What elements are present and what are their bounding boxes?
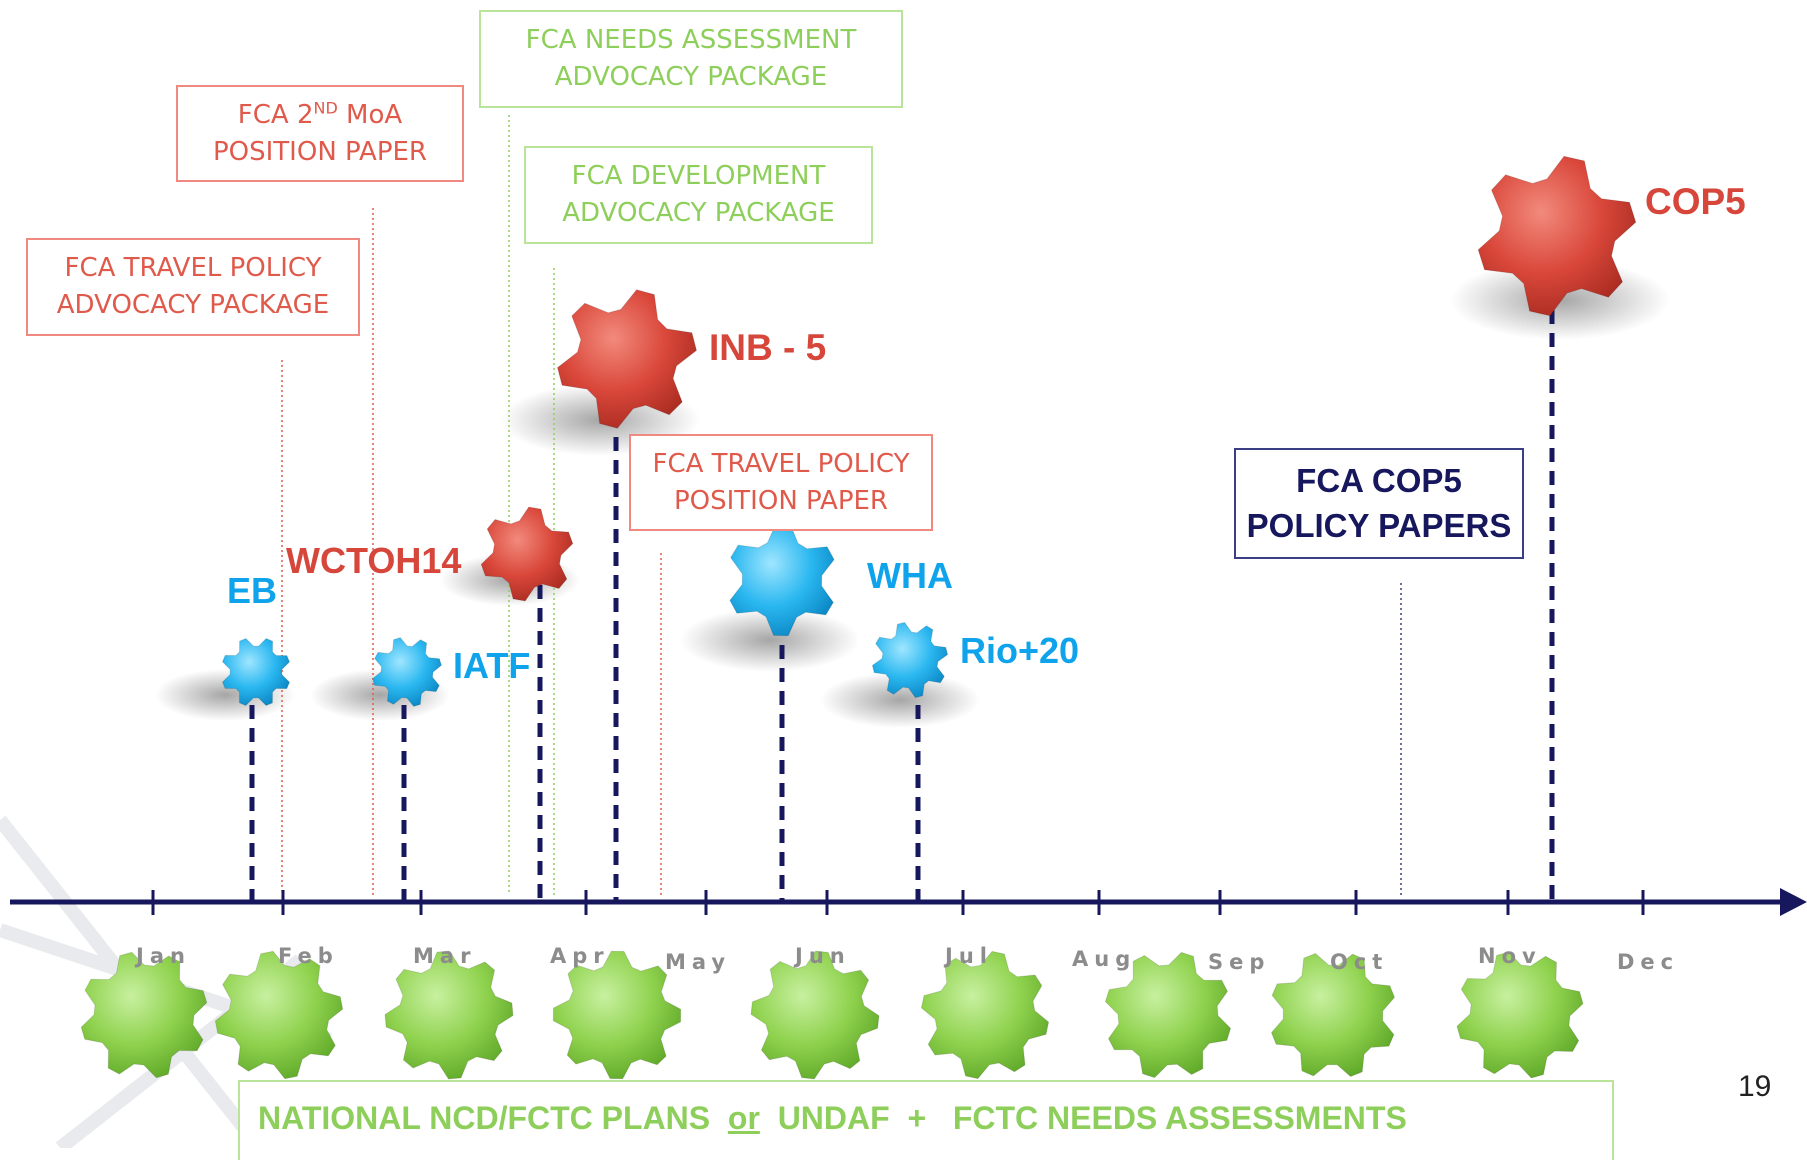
event-label-wctoh14: WCTOH14 (286, 540, 462, 581)
event-label-rio20: Rio+20 (960, 630, 1080, 671)
month-label-jan: Jan (136, 944, 191, 968)
timeline-axis (10, 888, 1807, 916)
development-line1: FCA DEVELOPMENT (571, 161, 826, 192)
travel-policy-advocacy-line1: FCA TRAVEL POLICY (64, 253, 322, 284)
second-moa-post: MoA (337, 99, 403, 130)
inb5-gear-icon (556, 289, 698, 429)
event-label-iatf: IATF (453, 645, 531, 686)
month-label-sep: Sep (1208, 950, 1271, 974)
national-plan-gear-icon (750, 950, 880, 1080)
second-moa-box: FCA 2ND MoA POSITION PAPER (176, 85, 464, 182)
rio20-gear-icon (871, 621, 949, 699)
needs-assessment-line2: ADVOCACY PACKAGE (554, 62, 828, 92)
travel-policy-advocacy-line2: ADVOCACY PACKAGE (56, 290, 330, 320)
iatf-gear-icon (372, 637, 442, 707)
banner-part1: NATIONAL NCD/FCTC PLANS (258, 1100, 711, 1136)
wha-gear-icon (729, 523, 835, 637)
second-moa-sup: ND (313, 97, 338, 117)
travel-policy-position-line1: FCA TRAVEL POLICY (652, 448, 910, 479)
national-plan-gear-icon (214, 950, 344, 1080)
cop5-policy-line1: FCA COP5 (1296, 461, 1462, 499)
banner-part3: UNDAF + FCTC NEEDS ASSESSMENTS (777, 1100, 1407, 1136)
cop5-policy-line2: POLICY PAPERS (1246, 506, 1512, 544)
month-label-oct: Oct (1330, 950, 1389, 974)
development-box: FCA DEVELOPMENT ADVOCACY PACKAGE (524, 146, 873, 244)
banner-part2: or (727, 1100, 760, 1136)
month-label-jul: Jul (945, 944, 993, 968)
bottom-banner: NATIONAL NCD/FCTC PLANS or UNDAF + FCTC … (238, 1080, 1614, 1160)
national-plan-gear-icon (1456, 951, 1584, 1079)
second-moa-line2: POSITION PAPER (212, 136, 428, 167)
month-label-dec: Dec (1617, 950, 1680, 974)
page-number: 19 (1738, 1070, 1772, 1103)
needs-assessment-box: FCA NEEDS ASSESSMENT ADVOCACY PACKAGE (479, 10, 903, 108)
month-label-aug: Aug (1072, 947, 1137, 971)
wctoh14-gear-icon (480, 506, 574, 602)
event-label-inb5: INB - 5 (709, 327, 827, 368)
eb-gear-icon (221, 637, 291, 707)
event-stems (249, 310, 1555, 902)
development-line2: ADVOCACY PACKAGE (562, 198, 835, 228)
guide-lines (281, 115, 1402, 895)
month-label-jun: Jun (795, 944, 851, 968)
month-label-may: May (665, 950, 732, 974)
event-label-wha: WHA (867, 555, 953, 596)
travel-policy-position-line2: POSITION PAPER (673, 485, 889, 516)
cop5-policy-box: FCA COP5 POLICY PAPERS (1234, 448, 1524, 559)
month-label-mar: Mar (413, 944, 477, 968)
second-moa-line1: FCA 2ND MoA (178, 97, 462, 134)
needs-assessment-line1: FCA NEEDS ASSESSMENT (525, 25, 857, 56)
event-label-cop5: COP5 (1645, 181, 1746, 222)
travel-policy-advocacy-box: FCA TRAVEL POLICY ADVOCACY PACKAGE (26, 238, 360, 336)
national-plan-gear-icon (384, 950, 514, 1080)
event-label-eb: EB (227, 570, 278, 611)
month-label-apr: Apr (550, 944, 610, 968)
second-moa-pre: FCA 2 (237, 99, 314, 130)
month-label-feb: Feb (278, 944, 339, 968)
national-plan-gear-icon (552, 950, 682, 1080)
national-plan-gear-icon (920, 950, 1050, 1080)
national-plan-gear-icon (1270, 952, 1396, 1078)
month-label-nov: Nov (1478, 944, 1542, 968)
national-plan-gear-icon (80, 951, 208, 1079)
cop5-gear-icon (1477, 155, 1637, 317)
travel-policy-position-box: FCA TRAVEL POLICY POSITION PAPER (629, 434, 933, 531)
national-plan-gear-icon (1104, 951, 1232, 1079)
gear-layer (80, 155, 1637, 1080)
